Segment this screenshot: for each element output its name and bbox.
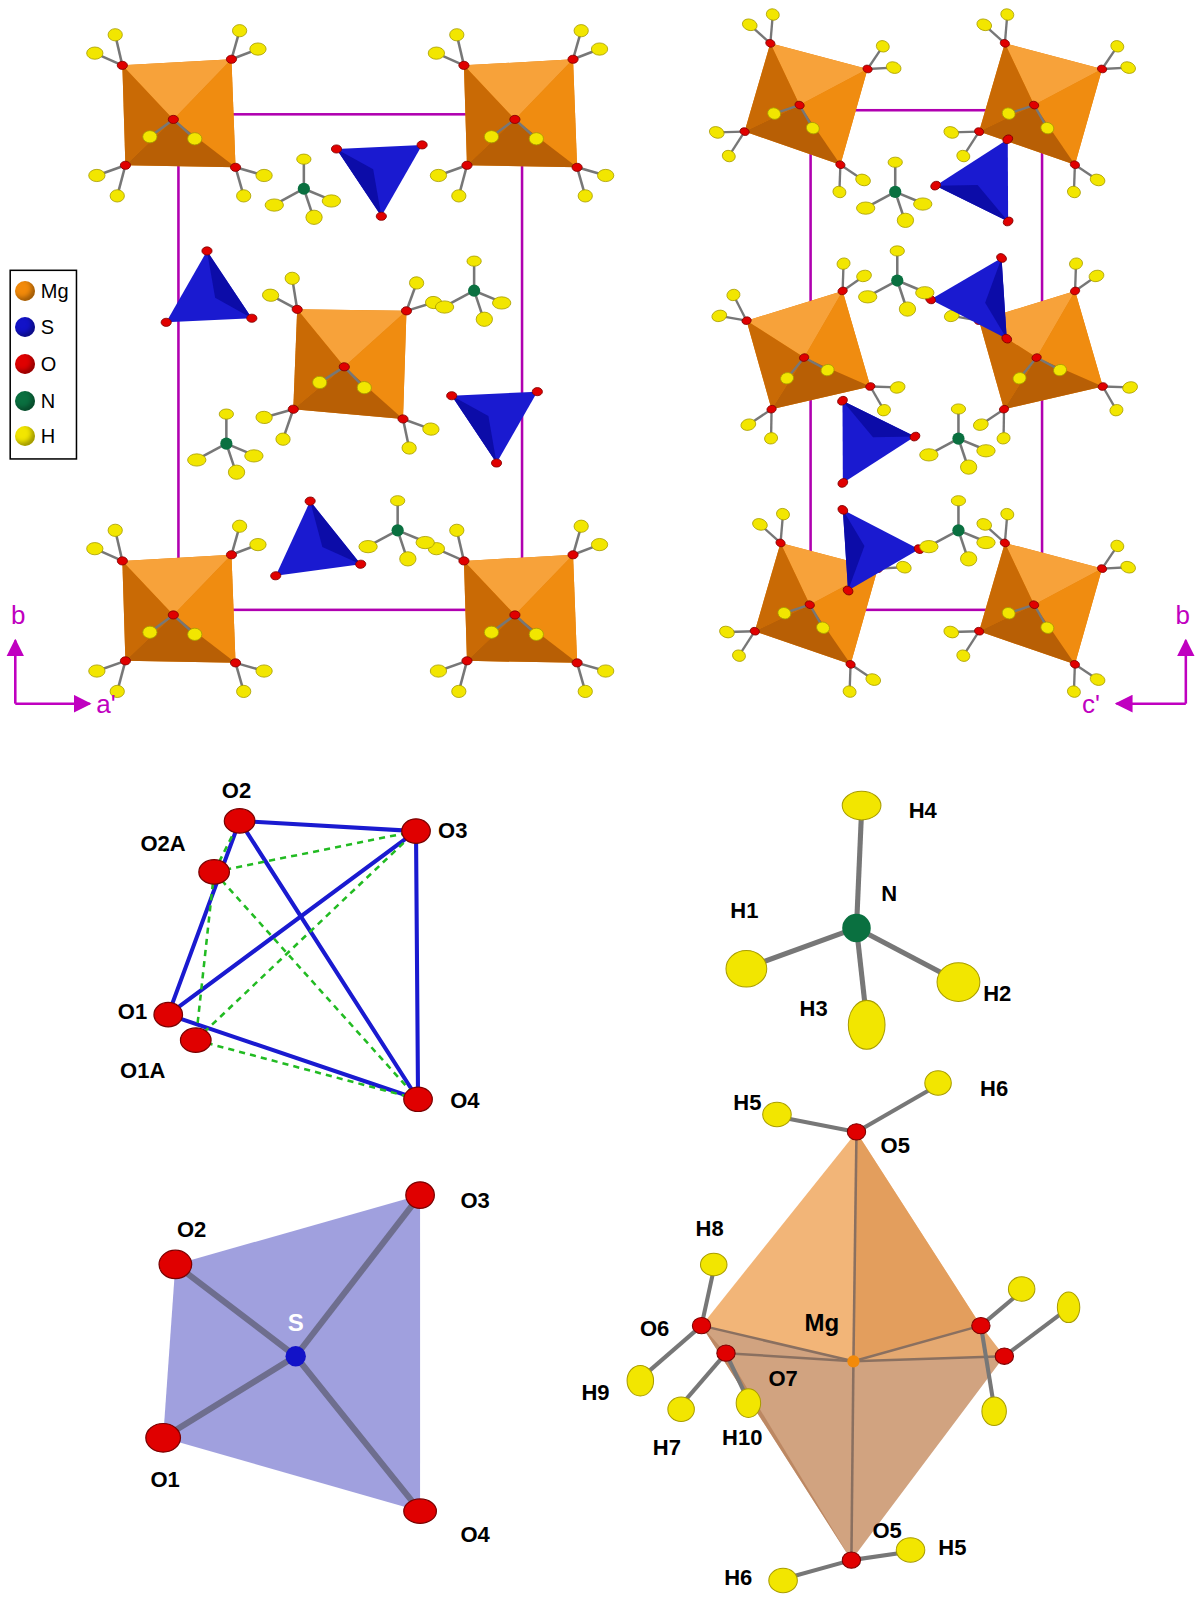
atom-label: O2A [141,833,186,855]
atom-label: O1 [118,1001,147,1023]
atom-label: H9 [581,1382,609,1404]
axis-label: c' [1082,691,1100,717]
atom-label: H6 [724,1567,752,1589]
atom-label: S [288,1311,304,1335]
legend-swatch [15,426,35,446]
legend-swatch [15,317,35,337]
atom-label: H4 [909,800,937,822]
atom-label: O1 [150,1469,179,1491]
atom-label: H5 [938,1537,966,1559]
atom-label: N [881,883,897,905]
atom-label: H2 [983,983,1011,1005]
atom-label: O3 [460,1190,489,1212]
atom-label: O5 [881,1135,910,1157]
legend-swatch [15,354,35,374]
legend-text: Mg [41,281,69,301]
legend-text: H [41,426,55,446]
atom-label: O4 [460,1524,489,1546]
legend-text: N [41,391,55,411]
atom-label: H6 [980,1078,1008,1100]
axis-label: b [1176,602,1190,628]
atom-label: H8 [696,1218,724,1240]
atom-label: O2 [177,1219,206,1241]
atom-label: H1 [730,900,758,922]
atom-label: O6 [640,1318,669,1340]
atom-label: H10 [722,1427,762,1449]
axis-label: b [11,602,25,628]
atom-label: O5 [872,1520,901,1542]
legend-text: O [41,354,57,374]
legend-text: S [41,317,54,337]
atom-label: H5 [733,1092,761,1114]
atom-label: O1A [120,1060,165,1082]
atom-label: H3 [800,998,828,1020]
atom-label: Mg [804,1311,839,1335]
legend-swatch [15,391,35,411]
atom-label: H7 [653,1437,681,1459]
atom-label: O4 [450,1090,479,1112]
atom-label: O7 [768,1368,797,1390]
axis-label: a' [96,691,115,717]
atom-label: O2 [222,780,251,802]
legend-swatch [15,281,35,301]
atom-label: O3 [438,820,467,842]
